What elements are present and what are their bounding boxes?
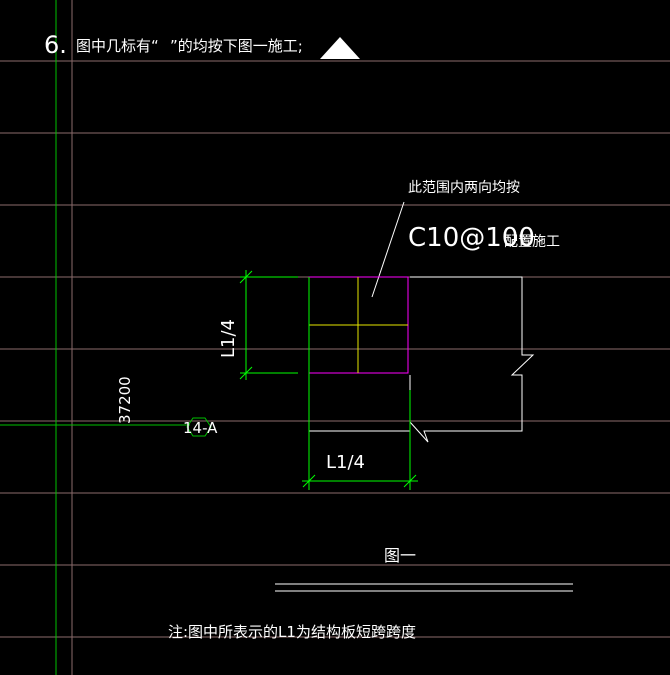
note-number: 6. [44,31,67,59]
dim-vertical-label: L1/4 [218,319,239,358]
leader-line [371,201,405,298]
dim-tick [403,474,417,488]
horizontal-grid-lines [0,60,670,638]
dim-tick [302,474,316,488]
figure-label: 图一 [384,546,416,565]
axis-tag-label: 14-A [183,419,218,437]
axis-dimension-label: 37200 [116,376,134,424]
callout-rebar: C10@100 [408,223,535,253]
dim-horizontal-label: L1/4 [326,452,365,473]
dim-tick [239,270,253,284]
note-text-2: ”的均按下图一施工; [170,37,303,55]
dimension-horizontal [302,277,418,490]
dim-tick [239,366,253,380]
triangle-marker-icon [320,37,360,59]
slab-outline [409,276,535,443]
footnote-text: 注:图中所表示的L1为结构板短跨跨度 [168,623,416,641]
callout-line1: 此范围内两向均按 [408,179,520,196]
axis-hexagon-icon [186,417,212,437]
callout-suffix: 配置施工 [504,234,560,250]
note-text: 图中几标有“ [76,37,159,55]
dimension-vertical [239,270,298,380]
